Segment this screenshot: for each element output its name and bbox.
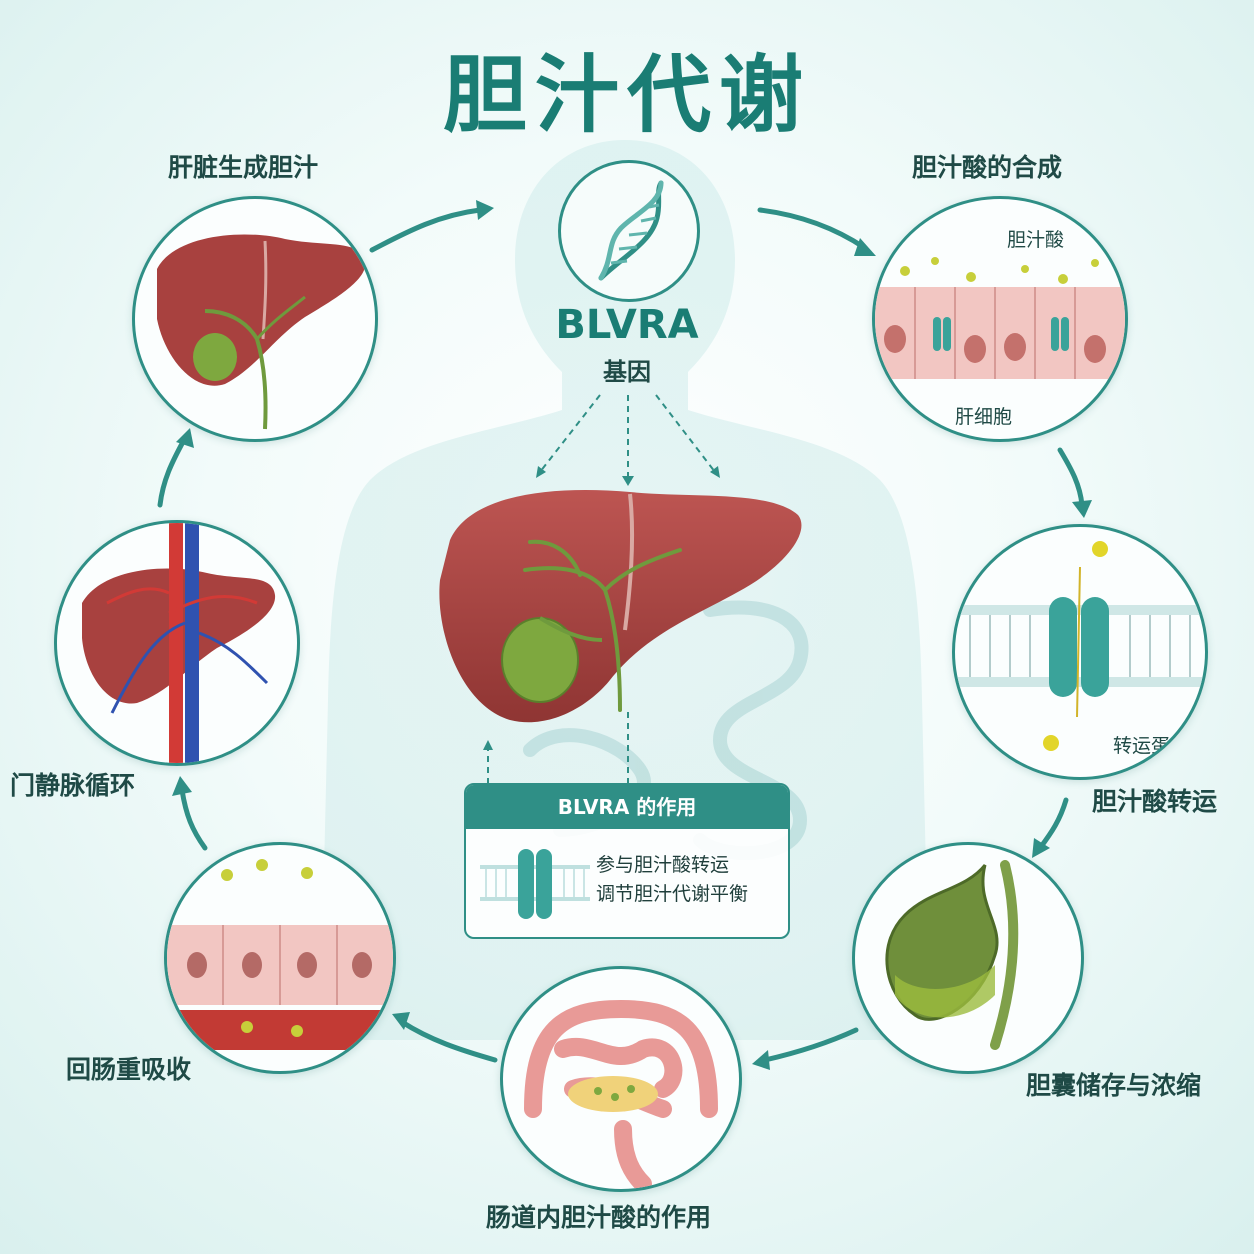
gene-arrows — [536, 394, 720, 486]
step-circle-liver — [132, 196, 378, 442]
step-label-ileum: 回肠重吸收 — [66, 1055, 192, 1084]
step-circle-portal — [54, 520, 300, 766]
role-box-title: BLVRA 的作用 — [466, 785, 788, 829]
role-line-1: 参与胆汁酸转运 — [596, 854, 730, 876]
arrow-4-5 — [1037, 797, 1069, 851]
step-label-gallbladder: 胆囊储存与浓缩 — [1026, 1071, 1202, 1100]
arrow-5-6 — [762, 1027, 859, 1063]
step-circle-gallbladder — [852, 842, 1084, 1074]
arrow-2-3 — [757, 207, 868, 251]
hepatocyte-icon — [875, 257, 1125, 379]
step-label-synthesis: 胆汁酸的合成 — [912, 153, 1063, 182]
step-label-liver: 肝脏生成胆汁 — [168, 153, 319, 182]
gene-circle — [558, 160, 700, 302]
membrane-transporter-icon — [955, 541, 1205, 751]
gene-subtitle: 基因 — [603, 358, 651, 386]
central-liver — [439, 489, 802, 723]
arrow-1-2 — [369, 207, 483, 253]
step-label-transport: 胆汁酸转运 — [1092, 787, 1218, 816]
portal-vein-icon — [82, 523, 276, 763]
page-title: 胆汁代谢 — [442, 46, 811, 144]
role-connector — [483, 710, 629, 784]
arrow-portal-1 — [157, 437, 187, 508]
gallbladder-icon — [885, 860, 1019, 1050]
callout-transporter: 转运蛋白 — [1113, 735, 1190, 757]
dna-icon — [598, 180, 664, 281]
step-circle-ileum — [164, 842, 396, 1074]
callout-hepatocyte: 肝细胞 — [955, 406, 1013, 428]
blvra-role-box: BLVRA 的作用 参与胆汁酸转运 调节胆汁代谢平衡 — [464, 783, 790, 939]
intestine-icon — [524, 999, 718, 1189]
role-box-text: 参与胆汁酸转运 调节胆汁代谢平衡 — [596, 851, 748, 909]
callout-bile-acid: 胆汁酸 — [1007, 229, 1065, 251]
step-label-portal: 门静脉循环 — [10, 771, 136, 800]
step-circle-transport: 转运蛋白 — [952, 524, 1208, 780]
role-line-2: 调节胆汁代谢平衡 — [596, 883, 749, 905]
transporter-icon — [480, 849, 590, 919]
arrow-3-4 — [1057, 447, 1085, 508]
step-circle-intestine — [500, 966, 742, 1192]
liver-icon — [157, 234, 366, 430]
step-circle-synthesis: 胆汁酸 肝细胞 — [872, 196, 1128, 442]
step-label-intestine: 肠道内胆汁酸的作用 — [486, 1203, 712, 1232]
gene-name: BLVRA — [555, 302, 699, 348]
arrow-6-7 — [399, 1019, 498, 1063]
arrow-7-portal — [179, 787, 208, 851]
